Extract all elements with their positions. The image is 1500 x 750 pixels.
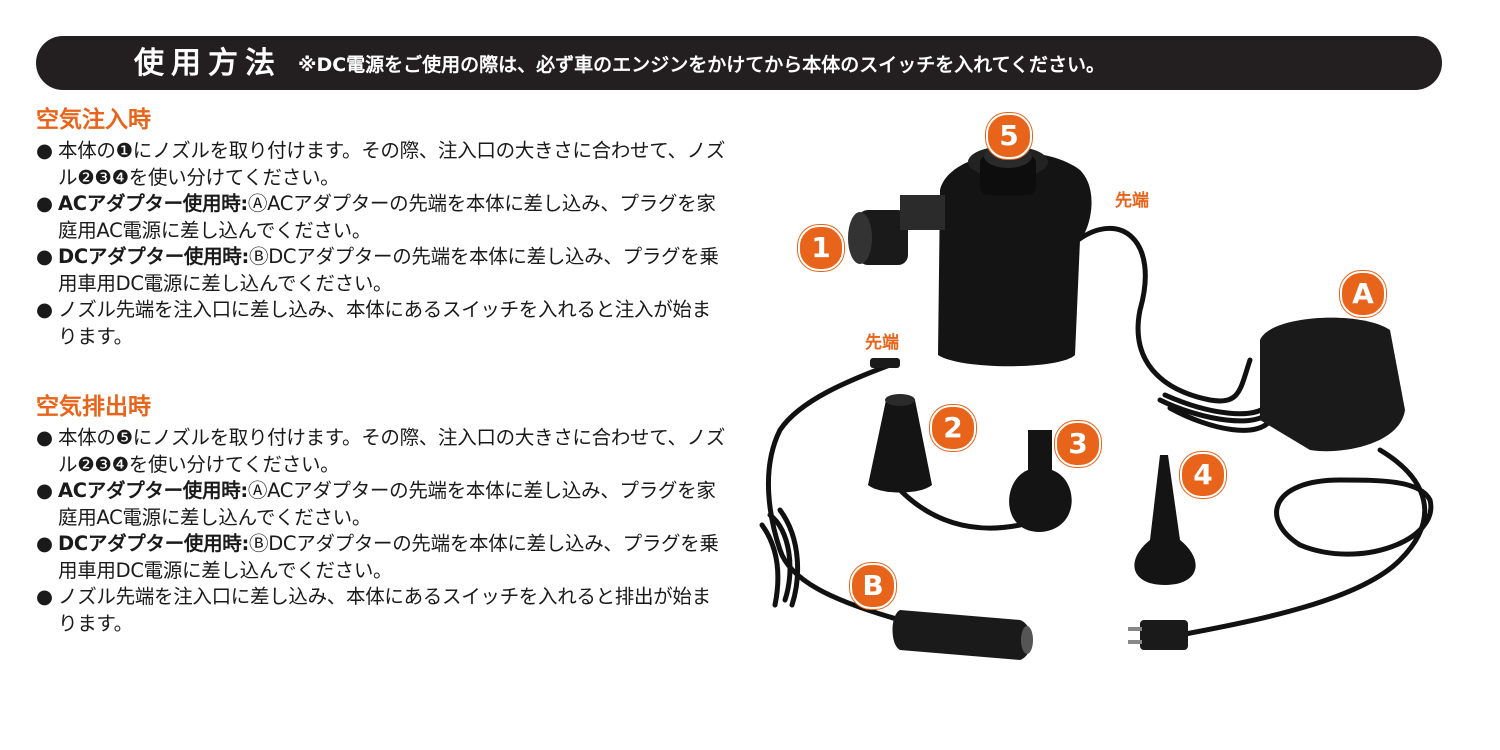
exhaust-title: 空気排出時: [36, 394, 151, 420]
dc-car-plug: [892, 610, 1032, 660]
inject-title: 空気注入時: [36, 107, 151, 133]
callout-b: B: [850, 563, 896, 609]
product-illustration: [759, 144, 1434, 660]
step-text: 本体の❺にノズルを取り付けます。その際、注入口の大きさに合わせて、ノズル❷❸❹を…: [58, 426, 726, 476]
nozzle-2: [868, 400, 932, 493]
usage-header: 使用方法 ※DC電源をご使用の際は、必ず車のエンジンをかけてから本体のスイッチを…: [36, 36, 1442, 90]
product-photo: 1 5 2 3 4 A B 先端 先端: [740, 100, 1460, 700]
step-label: DCアダプター使用時:: [58, 532, 249, 555]
nozzle-4: [1134, 455, 1196, 585]
ac-cable-coil: [1274, 477, 1434, 557]
nozzle-link-cord: [897, 487, 1023, 531]
bullet-icon: ●: [36, 479, 53, 502]
nozzle-3: [1009, 430, 1072, 532]
dc-cable-coil: [759, 507, 800, 608]
ac-cable: [1177, 447, 1428, 638]
callout-3: 3: [1055, 421, 1101, 467]
bullet-icon: ●: [36, 532, 53, 555]
step-text: ⒶACアダプターの先端を本体に差し込み、プラグを家庭用AC電源に差し込んでくださ…: [58, 479, 716, 529]
dc-tip: [870, 358, 900, 368]
inject-step: ●本体の❶にノズルを取り付けます。その際、注入口の大きさに合わせて、ノズル❷❸❹…: [36, 138, 726, 191]
inject-step: ●ノズル先端を注入口に差し込み、本体にあるスイッチを入れると注入が始まります。: [36, 297, 726, 350]
exhaust-step: ●ノズル先端を注入口に差し込み、本体にあるスイッチを入れると排出が始まります。: [36, 584, 726, 637]
ac-plug: [1140, 620, 1188, 650]
bullet-icon: ●: [36, 426, 53, 449]
bullet-icon: ●: [36, 139, 53, 162]
step-label: DCアダプター使用時:: [58, 245, 249, 268]
inject-section: 空気注入時 ●本体の❶にノズルを取り付けます。その際、注入口の大きさに合わせて、…: [36, 104, 726, 350]
bullet-icon: ●: [36, 585, 53, 608]
exhaust-step: ●ACアダプター使用時:ⒶACアダプターの先端を本体に差し込み、プラグを家庭用A…: [36, 478, 726, 531]
bullet-icon: ●: [36, 245, 53, 268]
step-text: ⒶACアダプターの先端を本体に差し込み、プラグを家庭用AC電源に差し込んでくださ…: [58, 192, 716, 242]
callout-5: 5: [986, 113, 1032, 159]
dc-cable: [765, 362, 903, 623]
step-label: ACアダプター使用時:: [58, 192, 248, 215]
tip-label-dc: 先端: [865, 333, 899, 353]
step-text: 本体の❶にノズルを取り付けます。その際、注入口の大きさに合わせて、ノズル❷❸❹を…: [58, 139, 726, 189]
callout-4: 4: [1180, 452, 1226, 498]
exhaust-section: 空気排出時 ●本体の❺にノズルを取り付けます。その際、注入口の大きさに合わせて、…: [36, 391, 726, 637]
inject-step: ●DCアダプター使用時:ⒷDCアダプターの先端を本体に差し込み、プラグを乗用車用…: [36, 244, 726, 297]
tip-label-pump: 先端: [1115, 191, 1149, 211]
callout-1: 1: [798, 225, 844, 271]
pump-body: [848, 144, 1092, 367]
bullet-icon: ●: [36, 192, 53, 215]
exhaust-step: ●本体の❺にノズルを取り付けます。その際、注入口の大きさに合わせて、ノズル❷❸❹…: [36, 425, 726, 478]
step-label: ACアダプター使用時:: [58, 479, 248, 502]
step-text: ノズル先端を注入口に差し込み、本体にあるスイッチを入れると注入が始まります。: [58, 298, 711, 348]
pump-cord: [1075, 226, 1253, 404]
ac-adapter: [1260, 317, 1405, 452]
bullet-icon: ●: [36, 298, 53, 321]
header-note: ※DC電源をご使用の際は、必ず車のエンジンをかけてから本体のスイッチを入れてくだ…: [298, 54, 1106, 76]
step-text: ⒷDCアダプターの先端を本体に差し込み、プラグを乗用車用DC電源に差し込んでくだ…: [58, 532, 719, 582]
step-text: ⒷDCアダプターの先端を本体に差し込み、プラグを乗用車用DC電源に差し込んでくだ…: [58, 245, 719, 295]
header-title: 使用方法: [134, 46, 282, 81]
inject-step: ●ACアダプター使用時:ⒶACアダプターの先端を本体に差し込み、プラグを家庭用A…: [36, 191, 726, 244]
exhaust-step: ●DCアダプター使用時:ⒷDCアダプターの先端を本体に差し込み、プラグを乗用車用…: [36, 531, 726, 584]
callout-a: A: [1340, 271, 1386, 317]
callout-2: 2: [930, 405, 976, 451]
step-text: ノズル先端を注入口に差し込み、本体にあるスイッチを入れると排出が始まります。: [58, 585, 711, 635]
